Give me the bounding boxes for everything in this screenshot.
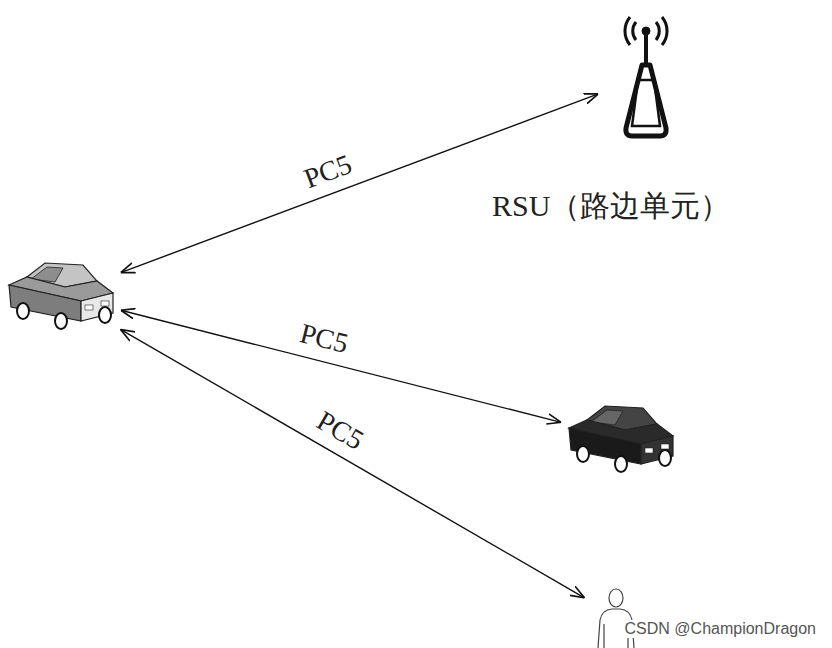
- vehicle: [565, 398, 680, 478]
- watermark: CSDN @ChampionDragon: [623, 620, 818, 638]
- icon: [565, 398, 680, 478]
- link-label: PC5: [294, 318, 354, 361]
- pedestrian: [588, 584, 644, 648]
- pc5-link: [121, 310, 561, 422]
- icon: [5, 255, 117, 335]
- roadside-unit: RSU（路边单元）: [602, 10, 690, 142]
- car-illustration: [9, 263, 113, 329]
- icon: [602, 10, 690, 142]
- pc5-link: [121, 94, 599, 273]
- link-label: PC5: [309, 404, 371, 458]
- pedestrian-figure: [598, 589, 634, 648]
- car-illustration: [569, 406, 673, 472]
- node-label: RSU（路边单元）: [492, 186, 730, 227]
- pc5-link: [120, 329, 584, 597]
- rsu-antenna: [625, 17, 667, 136]
- icon: [588, 584, 644, 648]
- link-label: PC5: [297, 148, 359, 196]
- vehicle: [5, 255, 117, 335]
